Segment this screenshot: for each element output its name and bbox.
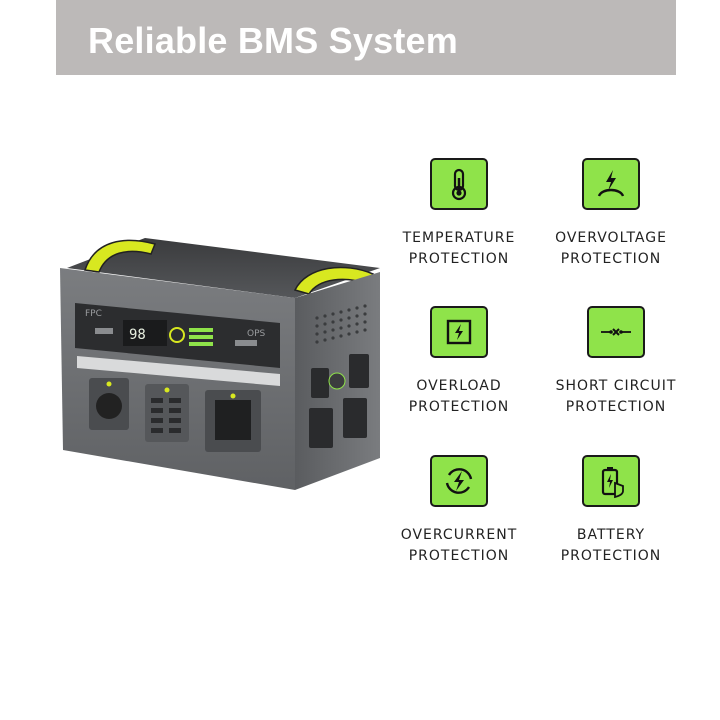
brand-left-label: FPC (85, 309, 102, 319)
short-circuit-icon (587, 306, 645, 358)
power-station-image: FPC OPS 98 (60, 238, 380, 490)
overload-icon (430, 306, 488, 358)
brand-right-label: OPS (247, 329, 266, 339)
overcurrent-icon (430, 455, 488, 507)
overvoltage-icon (582, 158, 640, 210)
battery-icon (582, 455, 640, 507)
title-banner: Reliable BMS System (56, 0, 676, 75)
thermometer-icon (430, 158, 488, 210)
display-readout: 98 (129, 327, 146, 343)
page-title: Reliable BMS System (88, 20, 458, 61)
